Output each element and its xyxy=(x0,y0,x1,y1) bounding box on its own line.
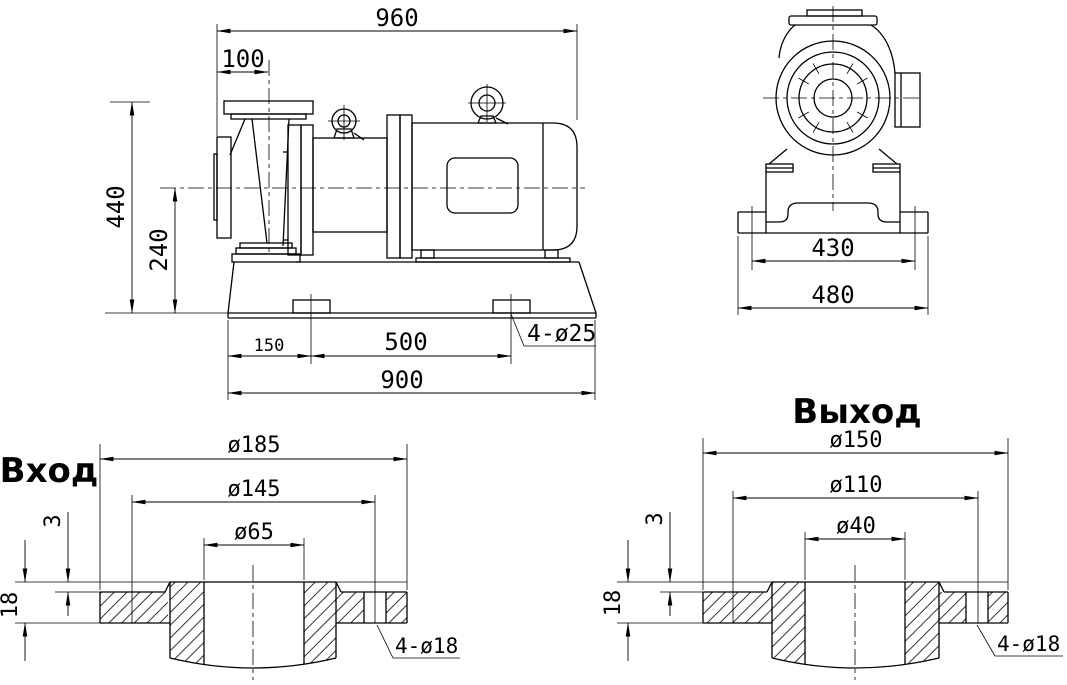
dim-inlet-thickness: 18 xyxy=(0,592,23,619)
dim-outlet-bore: ø40 xyxy=(836,514,876,539)
dim-base-width: 480 xyxy=(811,281,854,309)
dim-flange-to-axis: 100 xyxy=(221,45,264,73)
outlet-flange-section: Выход xyxy=(601,392,1063,680)
inlet-dimensions: ø185 ø145 ø65 3 18 4-ø18 xyxy=(0,433,460,661)
inlet-hatching xyxy=(100,582,407,664)
dim-axis-height: 240 xyxy=(145,228,173,271)
bearing-bracket-outline xyxy=(312,105,388,233)
motor-outline xyxy=(386,84,578,263)
dim-overall-length: 960 xyxy=(375,4,418,32)
note-outlet-holes: 4-ø18 xyxy=(997,632,1060,656)
dim-total-height: 440 xyxy=(102,185,130,228)
dim-lug-offset: 150 xyxy=(254,336,285,356)
outlet-outline xyxy=(617,581,1009,669)
dim-outlet-thickness: 18 xyxy=(601,590,626,617)
outlet-dimensions: ø150 ø110 ø40 3 18 4-ø18 xyxy=(601,428,1063,661)
pump-casing-outline xyxy=(213,100,314,256)
inlet-outline xyxy=(15,581,408,669)
base-lug-right xyxy=(492,299,531,314)
side-view: 960 100 440 240 150 500 900 4-ø25 xyxy=(102,4,597,400)
front-view-dimensions: 430 480 xyxy=(737,206,929,315)
note-base-holes: 4-ø25 xyxy=(527,321,596,347)
note-inlet-holes: 4-ø18 xyxy=(395,634,458,658)
baseplate-outline xyxy=(227,242,597,319)
inlet-label: Вход xyxy=(0,451,98,491)
dim-outlet-outer-diameter: ø150 xyxy=(830,428,883,453)
outlet-label: Выход xyxy=(792,392,921,432)
dim-inlet-bore: ø65 xyxy=(234,520,274,545)
dim-base-length: 900 xyxy=(380,366,423,394)
dim-outlet-face-height: 3 xyxy=(643,512,668,525)
discharge-boss xyxy=(894,72,921,128)
dim-lug-spacing: 500 xyxy=(384,328,427,356)
front-view: 430 480 xyxy=(737,6,929,315)
dim-inlet-face-height: 3 xyxy=(41,514,66,527)
outlet-hatching xyxy=(703,582,1008,664)
motor-nameplate xyxy=(446,157,519,214)
front-casing-outline xyxy=(775,9,921,156)
side-view-dimensions: 960 100 440 240 150 500 900 4-ø25 xyxy=(102,4,596,400)
dim-inlet-bolt-circle: ø145 xyxy=(228,477,281,502)
bolt-circle-ticks xyxy=(798,63,868,133)
dim-bolt-span: 430 xyxy=(811,234,854,262)
base-lug-left xyxy=(292,299,331,314)
dim-outlet-bolt-circle: ø110 xyxy=(830,473,883,498)
dim-inlet-outer-diameter: ø185 xyxy=(228,433,281,458)
inlet-flange-section: Вход xyxy=(0,433,460,680)
